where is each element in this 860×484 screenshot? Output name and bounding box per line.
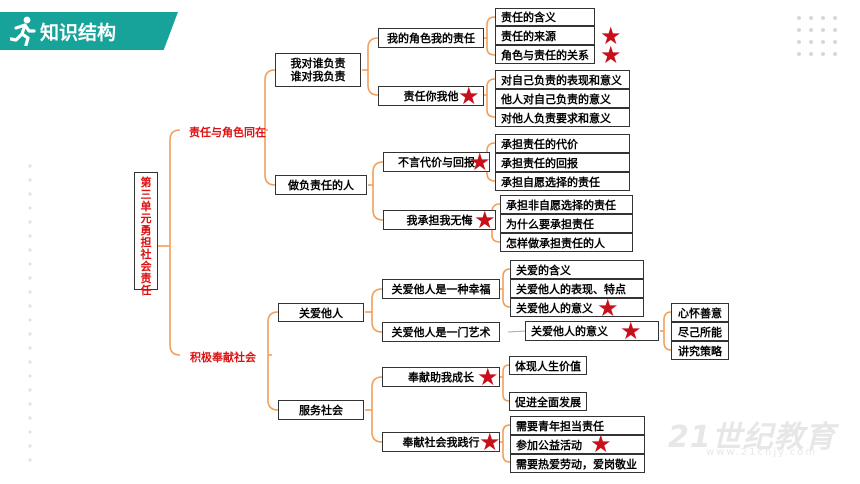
root-unit-title: 第三单元勇担社会责任 xyxy=(134,172,158,297)
leaf-care-features: 关爱他人的表现、特点 xyxy=(510,279,644,298)
leaf-responsibility-meaning: 责任的含义 xyxy=(495,8,595,26)
leaf-responsibility-source: 责任的来源 xyxy=(495,26,595,45)
leaf-art-significance: 关爱他人的意义 xyxy=(525,321,659,341)
level3-dedicate-practice: 奉献社会我践行 xyxy=(382,432,500,452)
star-icon: ★ xyxy=(600,41,622,69)
watermark-url: www.21cnjy.com xyxy=(706,447,818,458)
leaf-kind-heart: 心怀善意 xyxy=(671,303,729,322)
star-icon: ★ xyxy=(458,82,480,110)
leaf-full-development: 促进全面发展 xyxy=(509,392,587,411)
leaf-why-responsible: 为什么要承担责任 xyxy=(500,214,633,233)
star-icon: ★ xyxy=(597,294,619,322)
level1-role-responsibility: 责任与角色同在 xyxy=(189,126,266,139)
leaf-public-welfare: 参加公益活动 xyxy=(510,435,645,454)
leaf-others-to-self: 他人对自己负责的意义 xyxy=(495,89,630,108)
level3-responsibility-all: 责任你我他 xyxy=(378,86,484,106)
leaf-care-significance: 关爱他人的意义 xyxy=(510,298,644,317)
leaf-cost: 承担责任的代价 xyxy=(495,134,630,153)
dot-column-decoration xyxy=(28,164,32,462)
leaf-involuntary: 承担非自愿选择的责任 xyxy=(500,195,633,214)
dot-grid-decoration xyxy=(797,16,837,56)
page-title: 知识结构 xyxy=(40,22,117,44)
level2-who-responsible: 我对谁负责 谁对我负责 xyxy=(275,53,361,87)
leaf-reward: 承担责任的回报 xyxy=(495,153,630,172)
leaf-role-relation: 角色与责任的关系 xyxy=(495,45,595,64)
star-icon: ★ xyxy=(620,317,642,345)
level3-care-art: 关爱他人是一门艺术 xyxy=(382,322,500,342)
level3-dedicate-grow: 奉献助我成长 xyxy=(382,367,500,387)
leaf-do-best: 尽己所能 xyxy=(671,322,729,341)
star-icon: ★ xyxy=(600,22,622,50)
leaf-love-labor: 需要热爱劳动，爱岗敬业 xyxy=(510,454,645,473)
leaf-youth-responsibility: 需要青年担当责任 xyxy=(510,416,645,435)
level1-dedicate-society: 积极奉献社会 xyxy=(190,351,256,364)
runner-icon xyxy=(10,16,36,46)
leaf-to-others: 对他人负责要求和意义 xyxy=(495,108,630,127)
leaf-voluntary: 承担自愿选择的责任 xyxy=(495,172,630,191)
level3-no-regret: 我承担我无悔 xyxy=(383,210,496,230)
star-icon: ★ xyxy=(590,430,612,458)
star-icon: ★ xyxy=(477,363,499,391)
leaf-strategy: 讲究策略 xyxy=(671,341,729,360)
star-icon: ★ xyxy=(479,428,501,456)
level3-care-happiness: 关爱他人是一种幸福 xyxy=(382,279,500,299)
leaf-self-responsible: 对自己负责的表现和意义 xyxy=(495,70,630,89)
level2-serve-society: 服务社会 xyxy=(278,400,364,420)
star-icon: ★ xyxy=(474,206,496,234)
level2-be-responsible: 做负责任的人 xyxy=(275,175,367,195)
leaf-how-responsible: 怎样做承担责任的人 xyxy=(500,233,633,252)
star-icon: ★ xyxy=(469,148,491,176)
level3-no-price: 不言代价与回报 xyxy=(383,152,490,172)
leaf-life-value: 体现人生价值 xyxy=(509,356,587,375)
leaf-care-meaning: 关爱的含义 xyxy=(510,260,644,279)
watermark-brand: 21世纪教育 xyxy=(668,420,836,455)
level3-my-role: 我的角色我的责任 xyxy=(378,28,484,48)
level2-care-others: 关爱他人 xyxy=(278,303,364,322)
